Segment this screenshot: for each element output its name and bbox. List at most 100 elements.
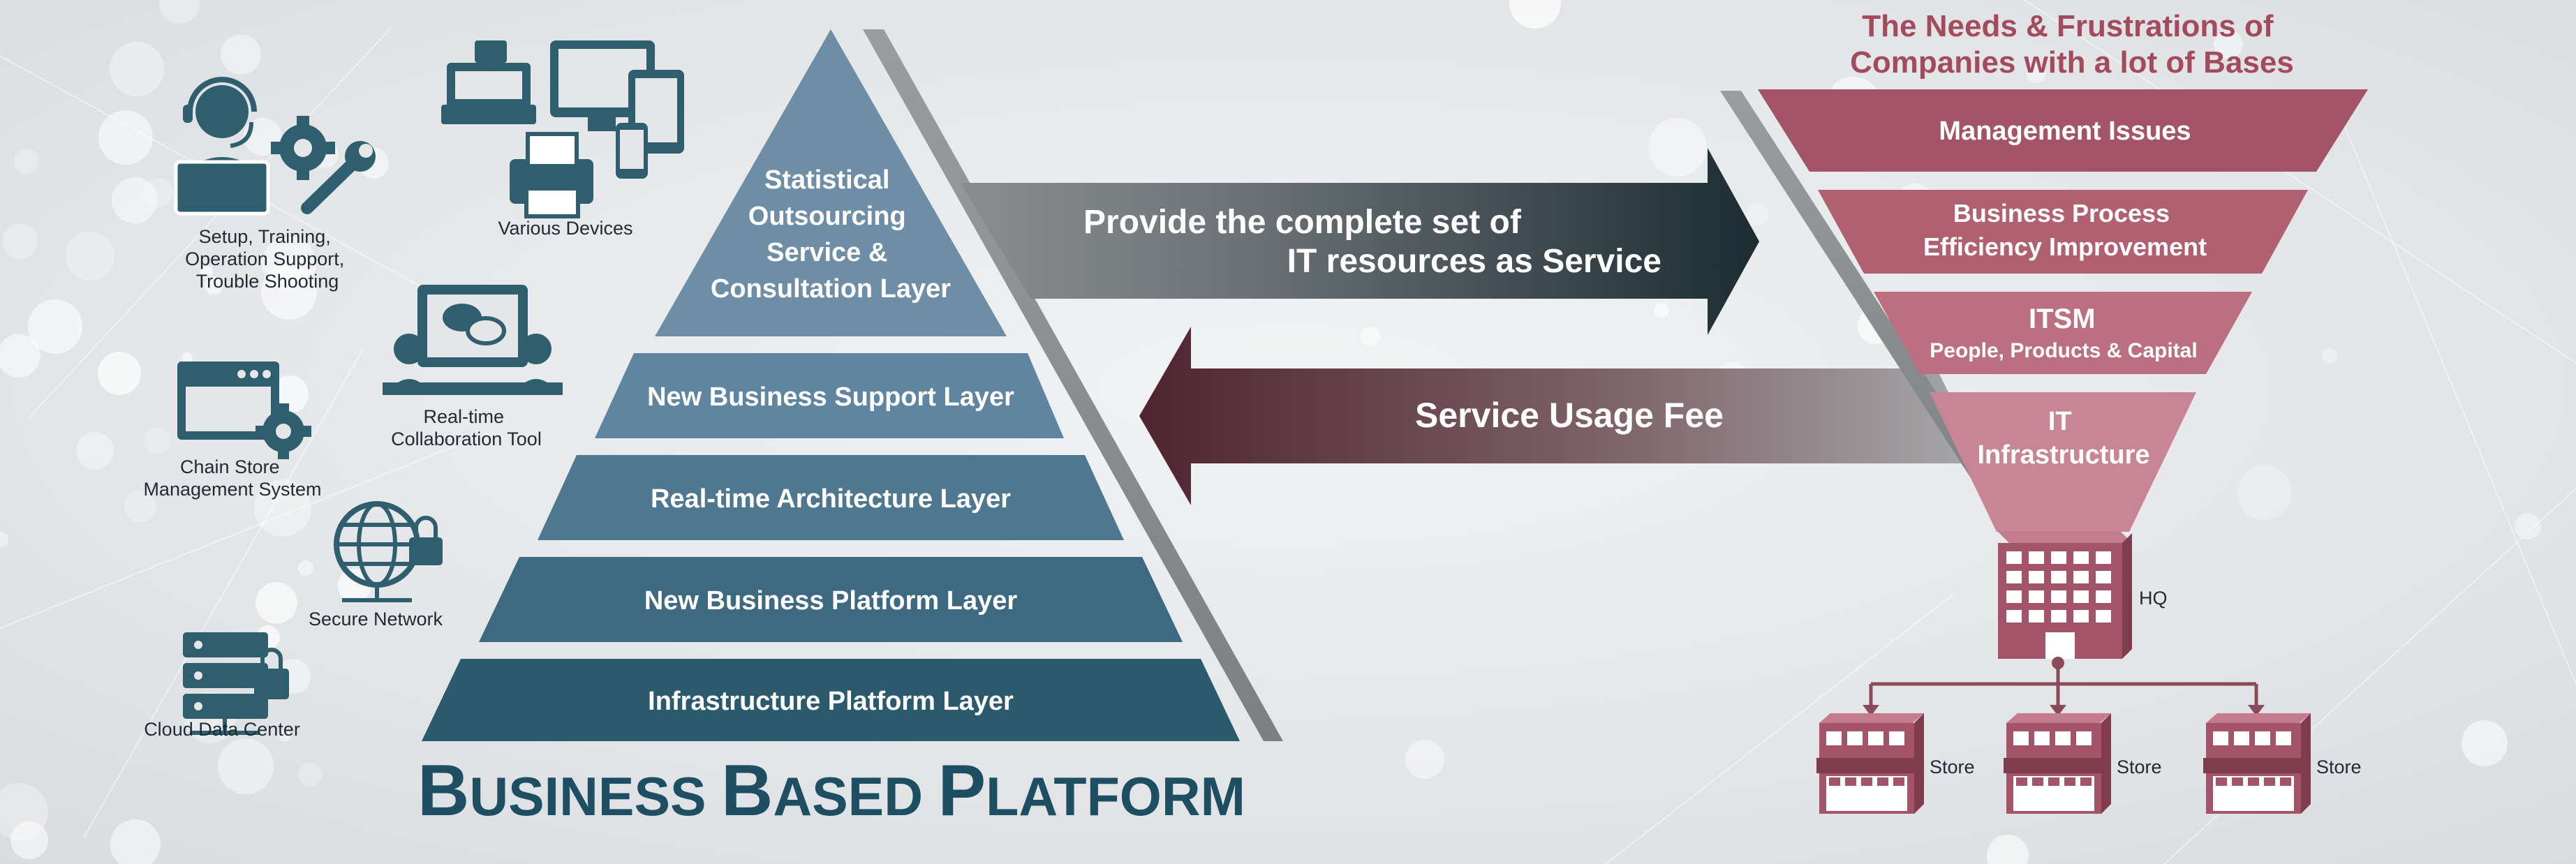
bokeh-dot bbox=[0, 532, 8, 547]
bokeh-dot bbox=[205, 276, 223, 295]
funnel-level-2 bbox=[1818, 190, 2308, 274]
store-label: Store bbox=[2117, 757, 2162, 777]
hq-window bbox=[2051, 610, 2066, 623]
provide-label-line1: Provide the complete set of bbox=[1083, 204, 1522, 241]
pyramid-stripe bbox=[863, 29, 1283, 741]
hq-window bbox=[2073, 551, 2089, 564]
funnel-level-label: ITSM People, Products & Capital bbox=[1930, 304, 2197, 362]
pyramid-layer-3 bbox=[479, 557, 1183, 642]
server-lock-icon bbox=[183, 632, 289, 735]
bokeh-dot bbox=[98, 110, 153, 165]
hq-window bbox=[2029, 590, 2044, 603]
bokeh-dot bbox=[0, 334, 40, 378]
pyramid-layer-1 bbox=[595, 353, 1064, 438]
bokeh-dot bbox=[124, 490, 156, 522]
layer-label: New Business Support Layer bbox=[647, 382, 1014, 412]
hq-window bbox=[2006, 610, 2022, 623]
hq-window bbox=[2096, 551, 2111, 564]
hq-label: HQ bbox=[2139, 588, 2168, 609]
bokeh-dot bbox=[221, 34, 261, 75]
store-building bbox=[2203, 713, 2311, 814]
hq-window bbox=[2073, 590, 2089, 603]
globe-lock-icon bbox=[334, 501, 443, 602]
support-agent-icon bbox=[174, 77, 270, 216]
stores bbox=[1816, 713, 2311, 814]
hq-window bbox=[2096, 571, 2111, 583]
funnel: The Needs & Frustrations of Companies wi… bbox=[1720, 9, 2368, 537]
bokeh-dot bbox=[76, 432, 114, 470]
hq-windows bbox=[2006, 551, 2111, 623]
funnel-level-4 bbox=[1930, 392, 2196, 532]
bokeh-dot bbox=[112, 177, 158, 223]
layer-label: Infrastructure Platform Layer bbox=[648, 687, 1014, 716]
funnel-level-label: Business Process Efficiency Improvement bbox=[1923, 199, 2207, 261]
hq-window bbox=[2006, 551, 2022, 564]
funnel-level-label: Management Issues bbox=[1939, 117, 2191, 146]
bokeh-dot bbox=[1509, 0, 1561, 29]
hq-window bbox=[2029, 610, 2044, 623]
bokeh-dot bbox=[3, 224, 38, 259]
collab-label: Real-time Collaboration Tool bbox=[391, 406, 542, 449]
bokeh-dot bbox=[110, 819, 161, 864]
hq-window bbox=[2073, 610, 2089, 623]
browser-gear-icon bbox=[177, 362, 311, 459]
devices-label: Various Devices bbox=[498, 218, 632, 239]
layer-label: New Business Platform Layer bbox=[644, 586, 1018, 616]
bokeh-dot bbox=[2027, 64, 2046, 83]
store-building bbox=[1816, 713, 1924, 814]
fee-label: Service Usage Fee bbox=[1415, 396, 1724, 435]
gear-icon bbox=[271, 116, 335, 180]
bokeh-dot bbox=[2214, 30, 2243, 59]
devices-icon bbox=[441, 40, 684, 218]
network-label: Secure Network bbox=[309, 609, 443, 630]
bokeh-dot bbox=[2237, 465, 2292, 520]
bokeh-dot bbox=[218, 738, 274, 794]
store-label: Store bbox=[1930, 757, 1975, 777]
funnel-level-label: IT Infrastructure bbox=[1977, 407, 2149, 470]
bokeh-dot bbox=[182, 352, 193, 364]
funnel-level-3 bbox=[1874, 292, 2252, 374]
bokeh-dot bbox=[1746, 203, 1768, 225]
bokeh-dot bbox=[2515, 513, 2541, 539]
hq-window bbox=[2051, 571, 2066, 583]
service-fee-arrow: Service Usage Fee bbox=[1139, 327, 1984, 505]
store-label: Store bbox=[2316, 757, 2362, 777]
store-building bbox=[2004, 713, 2111, 814]
bokeh-dot bbox=[98, 352, 141, 395]
hq-window bbox=[2051, 590, 2066, 603]
funnel-level-1 bbox=[1758, 89, 2368, 172]
hq-window bbox=[2051, 551, 2066, 564]
bokeh-dot bbox=[1987, 835, 2029, 864]
pyramid: Statistical Outsourcing Service & Consul… bbox=[422, 29, 1283, 741]
hq-building bbox=[1998, 532, 2132, 659]
wrench-icon bbox=[301, 141, 376, 214]
datacenter-label: Cloud Data Center bbox=[144, 719, 300, 740]
bokeh-dot bbox=[1654, 303, 1669, 318]
bokeh-dot bbox=[1361, 327, 1380, 346]
hq-window bbox=[2096, 590, 2111, 603]
bokeh-dot bbox=[10, 821, 48, 859]
bokeh-dot bbox=[66, 232, 114, 281]
bokeh-dot bbox=[144, 178, 173, 207]
hq-window bbox=[2029, 571, 2044, 583]
bokeh-dot bbox=[279, 729, 291, 742]
bokeh-dot bbox=[262, 237, 316, 291]
bokeh-dot bbox=[2462, 720, 2508, 766]
pyramid-top-layer bbox=[655, 29, 1007, 336]
hq-store-connectors bbox=[1863, 657, 2265, 716]
brand-title: BUSINESS BASED PLATFORM bbox=[417, 750, 1245, 831]
bokeh-dot bbox=[1648, 118, 1707, 177]
bokeh-dot bbox=[298, 560, 313, 576]
hq-window bbox=[2073, 571, 2089, 583]
hq-window bbox=[2006, 590, 2022, 603]
funnel-title: The Needs & Frustrations of Companies wi… bbox=[1850, 9, 2294, 80]
bokeh-dot bbox=[159, 0, 200, 24]
bokeh-dot bbox=[14, 149, 39, 174]
hq-window bbox=[2006, 571, 2022, 583]
bokeh-dot bbox=[254, 479, 311, 537]
provide-label-line2: IT resources as Service bbox=[1287, 243, 1661, 280]
layer-label: Real-time Architecture Layer bbox=[651, 484, 1011, 514]
pyramid-layer-2 bbox=[538, 455, 1124, 540]
